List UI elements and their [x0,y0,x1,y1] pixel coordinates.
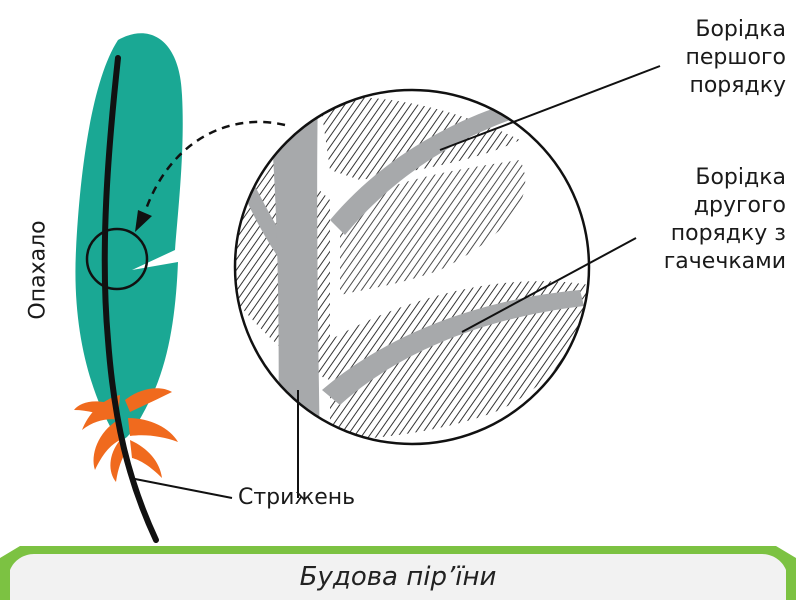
label-first-order-barb: Борідка першого порядку [626,16,786,100]
feather-vane [75,33,182,440]
magnified-view [230,85,600,460]
label-shaft: Стрижень [238,484,355,512]
feather [74,33,183,540]
label-vane: Опахало [26,220,51,319]
caption: Будова пір’їни [0,562,796,592]
leader-shaft [130,478,232,498]
label-second-order-barb: Борідка другого порядку з гачечками [600,164,786,276]
